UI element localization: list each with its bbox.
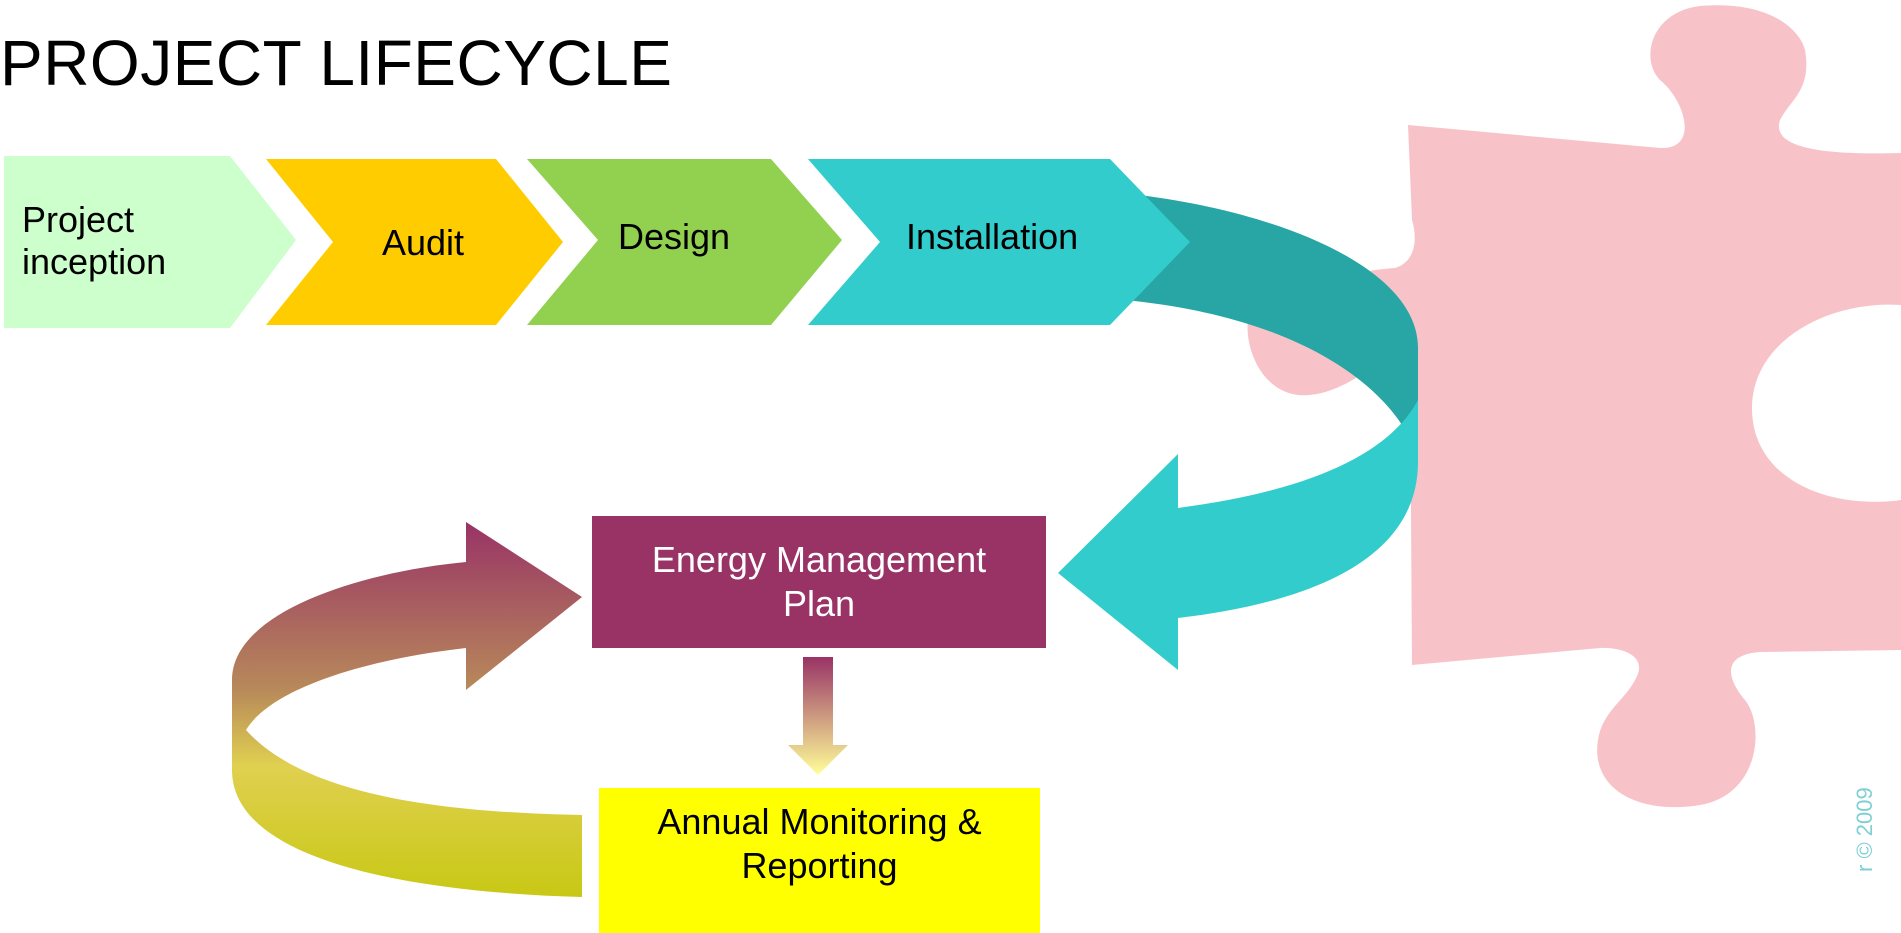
cycle-arrow-back (1110, 192, 1418, 462)
stage-label-line2: inception (22, 241, 167, 282)
stage-label-installation: Installation (906, 216, 1079, 257)
down-arrow (788, 657, 848, 775)
stage-chevron-design (527, 159, 842, 325)
energy-management-plan-box: Energy Management Plan (592, 516, 1046, 648)
copyright-text: r © 2009 (1852, 787, 1877, 872)
stage-label-project-inception: Project inception (22, 199, 166, 283)
monitoring-line1: Annual Monitoring & (657, 801, 982, 842)
stage-label-line1: Project (22, 199, 135, 240)
cycle-arrow-head (1058, 400, 1418, 670)
stage-label-audit: Audit (382, 222, 465, 263)
stage-label-design: Design (618, 216, 731, 257)
puzzle-piece-icon (1247, 5, 1901, 808)
page-title: PROJECT LIFECYCLE (0, 27, 673, 99)
annual-monitoring-box: Annual Monitoring & Reporting (599, 788, 1040, 933)
monitoring-line2: Reporting (741, 845, 898, 886)
plan-line1: Energy Management (651, 539, 987, 580)
stage-chevron-project-inception (4, 156, 296, 328)
plan-line2: Plan (782, 583, 856, 624)
loop-arrow (232, 522, 582, 897)
stage-chevron-installation (808, 159, 1190, 325)
stage-chevron-audit (266, 159, 563, 325)
